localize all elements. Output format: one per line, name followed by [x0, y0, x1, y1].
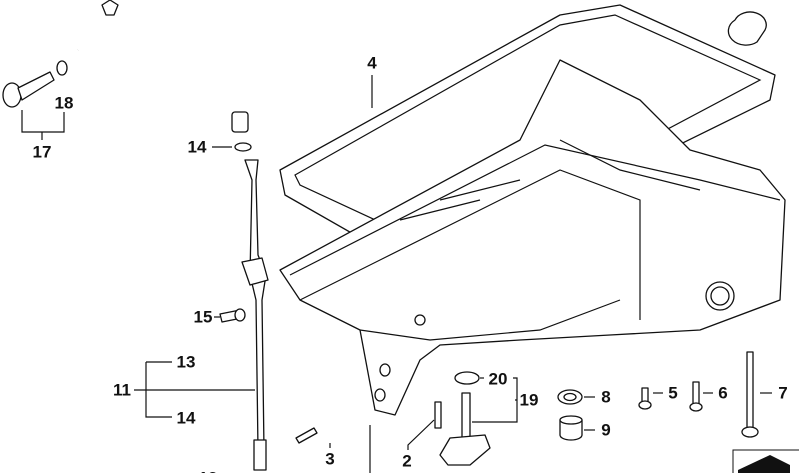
part-label-18[interactable]: 18 — [54, 93, 74, 113]
dipstick-handle — [2, 60, 68, 108]
part-label-12[interactable]: 12 — [199, 470, 218, 473]
part-label-14[interactable]: 14 — [187, 137, 207, 157]
part-label-5[interactable]: 5 — [668, 383, 678, 403]
part-label-8[interactable]: 8 — [601, 387, 611, 407]
part-label-6[interactable]: 6 — [718, 383, 728, 403]
part-label-7[interactable]: 7 — [778, 383, 788, 403]
part-label-17[interactable]: 17 — [32, 142, 52, 162]
part-label-2[interactable]: 2 — [402, 451, 412, 471]
dipstick-tube — [77, 0, 249, 133]
part-label-20[interactable]: 20 — [488, 369, 508, 389]
oil-pan — [279, 59, 786, 416]
dipstick-lower — [241, 159, 269, 471]
part-label-3[interactable]: 3 — [325, 449, 335, 469]
part-label-13[interactable]: 13 — [176, 352, 196, 372]
part-label-15[interactable]: 15 — [193, 307, 213, 327]
diagram-logo-box — [732, 449, 799, 473]
part-label-14-lower[interactable]: 14 — [176, 408, 196, 428]
oil-level-sensor — [439, 392, 491, 466]
part-label-19[interactable]: 19 — [519, 390, 539, 410]
part-label-4[interactable]: 4 — [367, 53, 377, 73]
part-label-11[interactable]: 11 — [113, 380, 131, 400]
part-label-9[interactable]: 9 — [601, 420, 611, 440]
